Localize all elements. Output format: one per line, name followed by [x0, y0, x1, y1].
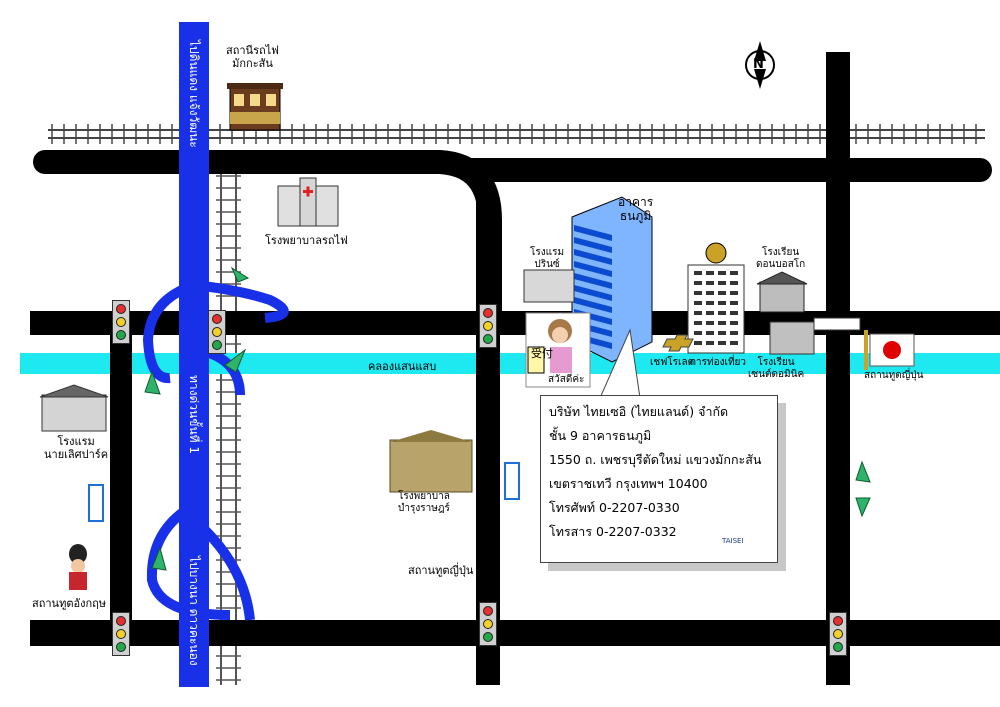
- label-chevrolet: เชฟโรเลต: [650, 357, 695, 368]
- label-expressway-top: ไปดินแดง แจ้งวัฒนะ: [186, 40, 201, 148]
- label-expressway-bottom: ไปบางนา ดาวคะนอง: [186, 556, 201, 666]
- label-uk-embassy: สถานทูตอังกฤษ: [32, 597, 107, 610]
- st-dominic-school-icon: [769, 317, 861, 355]
- japan-flag-icon: [864, 330, 915, 370]
- label-road-makkasan: ถนนมักกะสัน: [282, 156, 351, 170]
- don-bosco-school-icon: [756, 271, 808, 313]
- road-asok: [826, 52, 850, 685]
- company-address-box: บริษัท ไทยเซอิ (ไทยแลนด์) จำกัด ชั้น 9 อ…: [540, 395, 778, 563]
- company-fax: โทรสาร 0-2207-0332: [549, 524, 677, 539]
- chevrolet-logo-icon: [662, 334, 694, 352]
- traffic-light: [479, 602, 497, 646]
- expressway-ramp-2: [193, 280, 289, 323]
- traffic-light: [112, 612, 130, 656]
- railway-hospital-icon: [277, 177, 339, 227]
- traffic-light: [479, 304, 497, 348]
- company-floor: ชั้น 9 อาคารธนภูมิ: [549, 428, 652, 443]
- company-district: เขตราชเทวี กรุงเทพฯ 10400: [549, 476, 708, 491]
- road-sukhumvit: [30, 620, 1000, 646]
- company-address: 1550 ถ. เพชรบุรีตัดใหม่ แขวงมักกะสัน: [549, 452, 762, 467]
- compass-icon: [745, 41, 775, 89]
- label-bumrungrad: โรงพยาบาลบำรุงราษฎร์: [398, 491, 450, 514]
- label-don-bosco: โรงเรียนดอนบอสโก: [756, 247, 806, 270]
- expressway-ramp-4: [146, 500, 231, 620]
- label-train-station: สถานีรถไฟมักกะสัน: [226, 44, 279, 70]
- company-phone: โทรศัพท์ 0-2207-0330: [549, 500, 680, 515]
- label-road-asok: ถนนอโศกดินแดง: [832, 140, 847, 230]
- thanaphum-building-icon: [571, 196, 653, 363]
- label-railway-hospital: โรงพยาบาลรถไฟ: [265, 234, 348, 247]
- tat-office-icon: [687, 242, 745, 354]
- label-logo: TAISEI: [722, 537, 744, 545]
- label-soi-nana: ซอยนานา (สุขุมวิทซอย 3): [480, 390, 495, 528]
- label-greeting: สวัสดีค่ะ: [548, 374, 585, 385]
- nai-lert-hotel-icon: [39, 384, 109, 432]
- label-prince-hotel: โรงแรมปรินซ์: [530, 247, 565, 270]
- label-japan-embassy-right: สถานทูตญี่ปุ่น: [864, 370, 924, 381]
- canal: [20, 353, 1000, 374]
- label-road-phetchaburi: ถนนเพชรบุรีตัดใหม่: [296, 316, 398, 330]
- label-tat: การท่องเที่ยว: [690, 357, 747, 368]
- label-building-name: อาคารธนภูมิ: [618, 195, 654, 223]
- railway-vertical: [220, 150, 237, 685]
- traffic-light: [829, 612, 847, 656]
- company-name: บริษัท ไทยเซอิ (ไทยแลนด์) จำกัด: [549, 404, 729, 419]
- label-road-kamphaeng-phet: ถนนกำแพงเพชร 7: [590, 163, 688, 177]
- label-road-sukhumvit-left: ถนนสุขุมวิท: [300, 625, 362, 639]
- uk-guard-icon: [69, 544, 87, 590]
- bumrungrad-hospital-icon: [389, 430, 473, 493]
- label-japan-embassy-center: สถานทูตญี่ปุ่น: [408, 564, 474, 577]
- label-st-dominic: โรงเรียนเซนต์ดอมินิค: [748, 357, 805, 380]
- traffic-light: [112, 300, 130, 344]
- label-canal: คลองแสนแสบ: [368, 360, 437, 373]
- receptionist-icon: [525, 312, 591, 388]
- green-arrows: [144, 266, 871, 571]
- label-nai-lert: โรงแรมนายเลิศปาร์ค: [44, 435, 109, 461]
- label-road-sukhumvit-right: ถนนสุขุมวิท: [628, 625, 690, 639]
- prince-hotel-icon: [523, 269, 575, 303]
- expressway-ramp-5: [201, 526, 255, 621]
- train-icon: [227, 83, 283, 131]
- compass-label: N: [753, 57, 764, 72]
- expressway-ramp-1: [142, 280, 196, 384]
- label-soi-asok: ถนนสุขุมวิท 21 (อโศก): [832, 400, 847, 523]
- up-arrow-icon: [88, 484, 104, 522]
- road-witthayu: [110, 318, 132, 640]
- label-expressway-middle: ทางด่วนขั้นที่ 1: [186, 375, 201, 455]
- traffic-light: [208, 310, 226, 354]
- down-arrow-icon: [504, 462, 520, 500]
- label-road-witthayu: ถนนวิทยุ: [116, 445, 131, 491]
- label-reception: 受付: [531, 347, 553, 360]
